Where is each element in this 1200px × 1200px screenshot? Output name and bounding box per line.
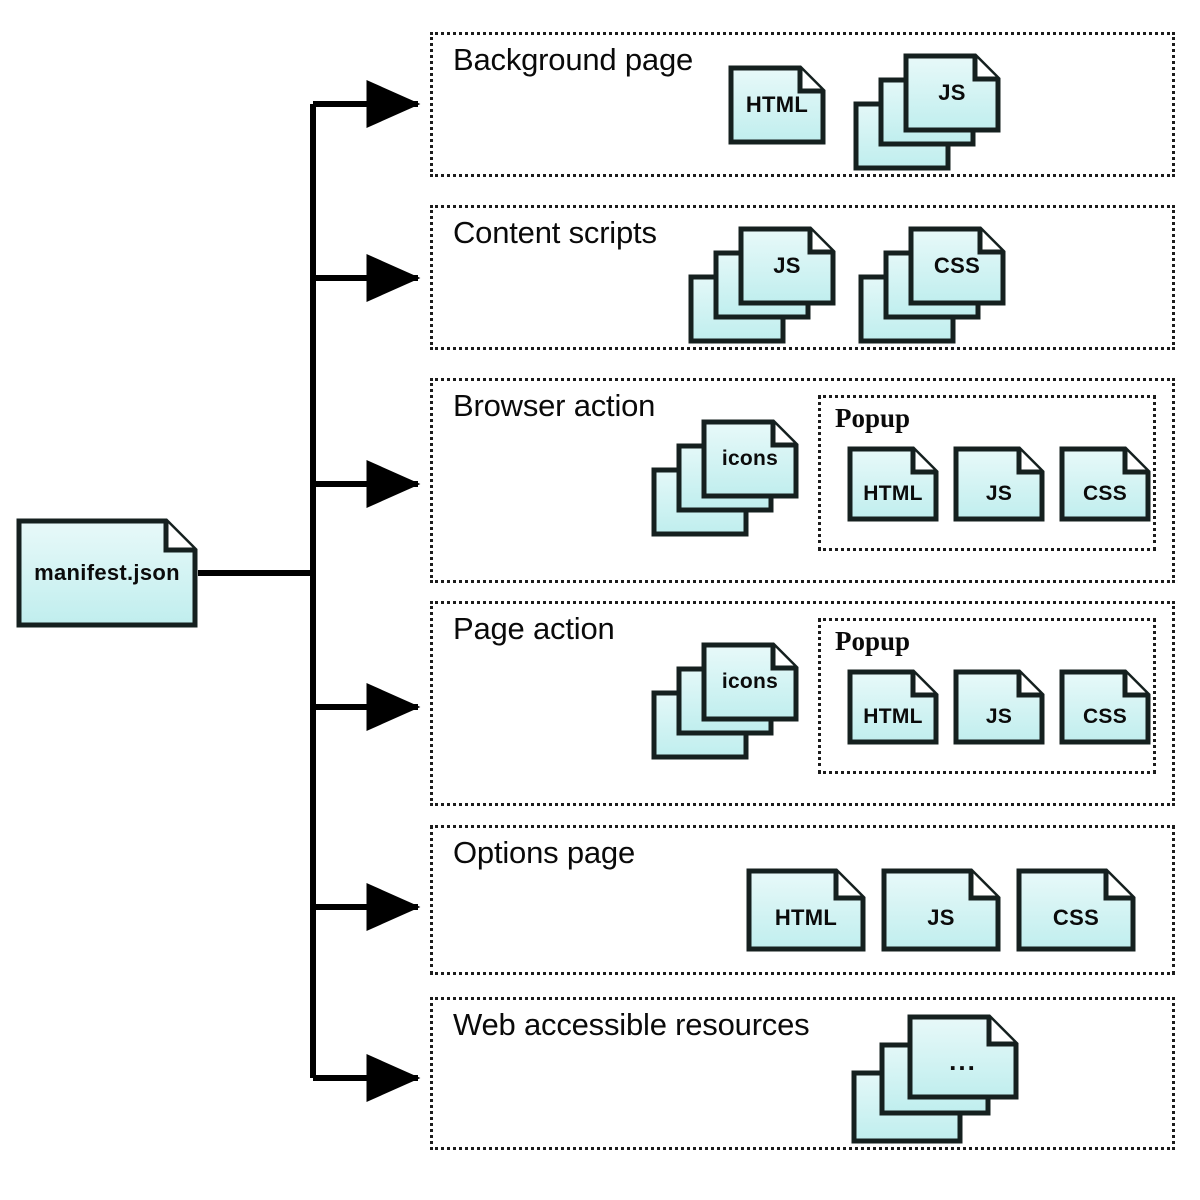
doc-stack-browser-action-icons[interactable]: icons (651, 419, 799, 537)
doc-options-page-css[interactable]: CSS (1016, 868, 1136, 952)
section-title-content-scripts: Content scripts (453, 215, 657, 250)
section-content-scripts: Content scripts JS (430, 205, 1175, 350)
doc-page-action-popup-css[interactable]: CSS (1059, 669, 1151, 745)
stack-sheet-front: JS (903, 53, 1001, 133)
doc-browser-action-popup-css[interactable]: CSS (1059, 446, 1151, 522)
doc-background-page-html[interactable]: HTML (728, 65, 826, 145)
section-title-browser-action: Browser action (453, 388, 656, 423)
doc-browser-action-popup-js[interactable]: JS (953, 446, 1045, 522)
section-browser-action: Browser action icons (430, 378, 1175, 583)
section-options-page: Options page HTML JS CSS (430, 825, 1175, 975)
group-title-page-action-popup: Popup (835, 626, 911, 656)
section-title-page-action: Page action (453, 611, 615, 646)
section-background-page: Background page HTML (430, 32, 1175, 177)
stack-sheet-front: CSS (908, 226, 1006, 306)
section-title-web-accessible-resources: Web accessible resources (453, 1007, 810, 1042)
section-page-action: Page action icons P (430, 601, 1175, 806)
section-web-accessible-resources: Web accessible resources ... (430, 997, 1175, 1150)
doc-options-page-html[interactable]: HTML (746, 868, 866, 952)
doc-stack-page-action-icons[interactable]: icons (651, 642, 799, 760)
doc-stack-content-scripts-css[interactable]: CSS (858, 226, 1006, 344)
stack-sheet-front: JS (738, 226, 836, 306)
group-browser-action-popup: Popup HTML JS CSS (818, 395, 1156, 551)
group-page-action-popup: Popup HTML JS CSS (818, 618, 1156, 774)
manifest-json-node[interactable]: manifest.json (16, 518, 198, 628)
group-title-browser-action-popup: Popup (835, 403, 911, 433)
doc-stack-content-scripts-js[interactable]: JS (688, 226, 836, 344)
doc-stack-background-page-js[interactable]: JS (853, 53, 1001, 171)
doc-browser-action-popup-html[interactable]: HTML (847, 446, 939, 522)
stack-sheet-front: ... (907, 1014, 1019, 1100)
section-title-options-page: Options page (453, 835, 636, 870)
doc-page-action-popup-html[interactable]: HTML (847, 669, 939, 745)
stack-sheet-front: icons (701, 642, 799, 722)
doc-options-page-js[interactable]: JS (881, 868, 1001, 952)
doc-stack-web-accessible-resources[interactable]: ... (851, 1014, 1019, 1144)
doc-page-action-popup-js[interactable]: JS (953, 669, 1045, 745)
stack-sheet-front: icons (701, 419, 799, 499)
section-title-background-page: Background page (453, 42, 694, 77)
